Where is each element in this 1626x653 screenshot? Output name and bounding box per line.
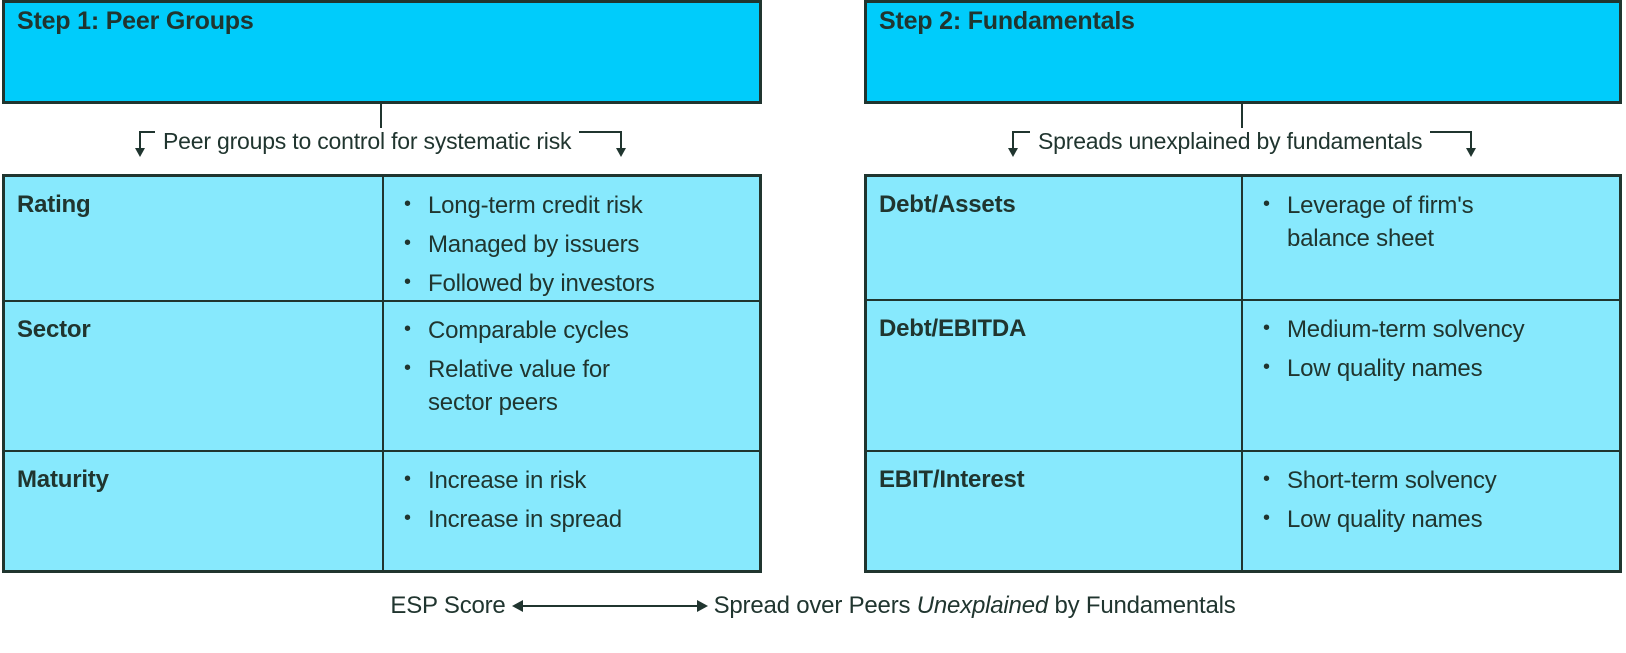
footer-caption: ESP Score Spread over Peers Unexplained … bbox=[0, 586, 1626, 626]
step-2-title: Step 2: Fundamentals bbox=[879, 7, 1135, 35]
step-1-arrow-head-left bbox=[135, 148, 145, 157]
table-row: EBIT/Interest Short-term solvency Low qu… bbox=[867, 451, 1619, 570]
step-1-table: Rating Long-term credit risk Managed by … bbox=[2, 174, 762, 573]
list-item: Relative value for sector peers bbox=[398, 352, 643, 419]
step-2-arrow-head-right bbox=[1466, 148, 1476, 157]
step-1-row-2-label: Maturity bbox=[5, 451, 384, 570]
list-item: Long-term credit risk bbox=[398, 188, 749, 222]
step-1-row-1-bullets: Comparable cycles Relative value for sec… bbox=[384, 302, 759, 450]
step-1-arrow-head-right bbox=[616, 148, 626, 157]
table-row: Debt/Assets Leverage of firm's balance s… bbox=[867, 177, 1619, 302]
list-item: Leverage of firm's balance sheet bbox=[1257, 188, 1502, 255]
list-item: Comparable cycles bbox=[398, 313, 749, 347]
list-item: Increase in spread bbox=[398, 502, 749, 536]
table-row: Rating Long-term credit risk Managed by … bbox=[5, 177, 759, 302]
step-2-row-2-bullets: Short-term solvency Low quality names bbox=[1243, 452, 1619, 570]
table-row: Debt/EBITDA Medium-term solvency Low qua… bbox=[867, 301, 1619, 452]
step-1-title: Step 1: Peer Groups bbox=[17, 7, 254, 35]
footer-right-text: Spread over Peers Unexplained by Fundame… bbox=[714, 592, 1236, 620]
step-2-row-0-label: Debt/Assets bbox=[867, 177, 1243, 300]
step-2-arrow-head-left bbox=[1008, 148, 1018, 157]
step-2-connector-arm-right bbox=[1470, 131, 1472, 150]
table-row: Sector Comparable cycles Relative value … bbox=[5, 302, 759, 452]
step-2-connector-label: Spreads unexplained by fundamentals bbox=[1030, 128, 1431, 154]
footer-right-post: by Fundamentals bbox=[1048, 592, 1236, 619]
footer-right-pre: Spread over Peers bbox=[713, 592, 917, 619]
footer-right-italic: Unexplained bbox=[916, 592, 1048, 619]
list-item: Increase in risk bbox=[398, 463, 749, 497]
step-2-table: Debt/Assets Leverage of firm's balance s… bbox=[864, 174, 1622, 573]
step-1-header-box: Step 1: Peer Groups bbox=[2, 0, 762, 104]
step-1-row-1-label: Sector bbox=[5, 302, 384, 450]
step-1-row-2-bullets: Increase in risk Increase in spread bbox=[384, 452, 759, 570]
step-2-header-box: Step 2: Fundamentals bbox=[864, 0, 1622, 104]
step-2-connector-stem bbox=[1241, 104, 1243, 132]
list-item: Followed by investors bbox=[398, 266, 749, 300]
step-2-row-1-label: Debt/EBITDA bbox=[867, 301, 1243, 450]
list-item: Medium-term solvency bbox=[1257, 312, 1609, 346]
step-1-connector-stem bbox=[380, 104, 382, 132]
list-item: Low quality names bbox=[1257, 502, 1609, 536]
step-2-row-1-bullets: Medium-term solvency Low quality names bbox=[1243, 301, 1619, 449]
list-item: Short-term solvency bbox=[1257, 463, 1609, 497]
list-item: Managed by issuers bbox=[398, 227, 749, 261]
step-2-row-2-label: EBIT/Interest bbox=[867, 451, 1243, 570]
step-1-row-0-label: Rating bbox=[5, 177, 384, 300]
step-1-connector-arm-right bbox=[620, 131, 622, 150]
double-headed-arrow-icon bbox=[511, 597, 708, 615]
step-2-row-0-bullets: Leverage of firm's balance sheet bbox=[1243, 177, 1619, 299]
step-1-connector-arm-left bbox=[139, 131, 141, 150]
step-2-connector-arm-left bbox=[1012, 131, 1014, 150]
footer-left-text: ESP Score bbox=[390, 592, 506, 619]
list-item: Low quality names bbox=[1257, 351, 1609, 385]
step-1-connector-label: Peer groups to control for systematic ri… bbox=[155, 128, 580, 154]
step-1-row-0-bullets: Long-term credit risk Managed by issuers… bbox=[384, 177, 759, 300]
table-row: Maturity Increase in risk Increase in sp… bbox=[5, 451, 759, 570]
